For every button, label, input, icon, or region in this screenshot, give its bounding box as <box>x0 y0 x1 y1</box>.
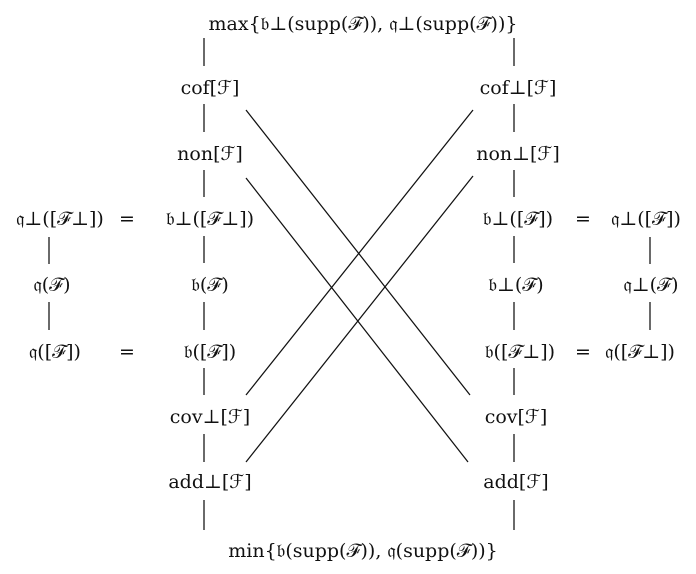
right-equals-1: = <box>575 208 591 230</box>
right-cof-perp-label: cof⊥[ℱ] <box>480 77 557 99</box>
right-b-perp-bracket-label: 𝔟⊥([ℱ]) <box>483 208 553 230</box>
edge-left-addp-to-right-nonp <box>245 175 474 463</box>
edge-left-cof-to-right-cov <box>245 109 471 396</box>
left-add-perp-label: add⊥[ℱ] <box>168 471 251 493</box>
left-equals-2: = <box>119 341 135 363</box>
edge-left-covp-to-right-cofp <box>245 109 474 396</box>
far-left-q-perp-perp-label: 𝔮⊥([ℱ⊥]) <box>16 208 104 230</box>
right-cov-label: cov[ℱ] <box>485 406 548 428</box>
left-cof-label: cof[ℱ] <box>181 77 240 99</box>
left-cov-perp-label: cov⊥[ℱ] <box>170 406 250 428</box>
left-b-perp-perp-label: 𝔟⊥([ℱ⊥]) <box>166 208 254 230</box>
right-equals-2: = <box>575 341 591 363</box>
left-non-label: non[ℱ] <box>177 143 243 165</box>
left-b-bracket-label: 𝔟([ℱ]) <box>184 341 236 363</box>
edge-left-non-to-right-add <box>245 177 469 463</box>
right-b-perp-label: 𝔟⊥(ℱ) <box>488 274 543 296</box>
right-add-label: add[ℱ] <box>483 471 548 493</box>
bottom-min-label: min{𝔟(supp(ℱ)), 𝔮(supp(ℱ))} <box>228 540 497 562</box>
left-b-label: 𝔟(ℱ) <box>191 274 229 296</box>
top-max-label: max{𝔟⊥(supp(ℱ)), 𝔮⊥(supp(ℱ))} <box>209 13 518 35</box>
far-left-q-bracket-label: 𝔮([ℱ]) <box>29 341 81 363</box>
far-left-q-label: 𝔮(ℱ) <box>33 274 70 296</box>
far-right-q-bracket-perp-label: 𝔮([ℱ⊥]) <box>605 341 675 363</box>
far-right-q-perp-bracket-label: 𝔮⊥([ℱ]) <box>611 208 681 230</box>
right-non-perp-label: non⊥[ℱ] <box>476 143 560 165</box>
far-right-q-perp-label: 𝔮⊥(ℱ) <box>624 274 679 296</box>
left-equals-1: = <box>119 208 135 230</box>
right-b-bracket-perp-label: 𝔟([ℱ⊥]) <box>485 341 555 363</box>
